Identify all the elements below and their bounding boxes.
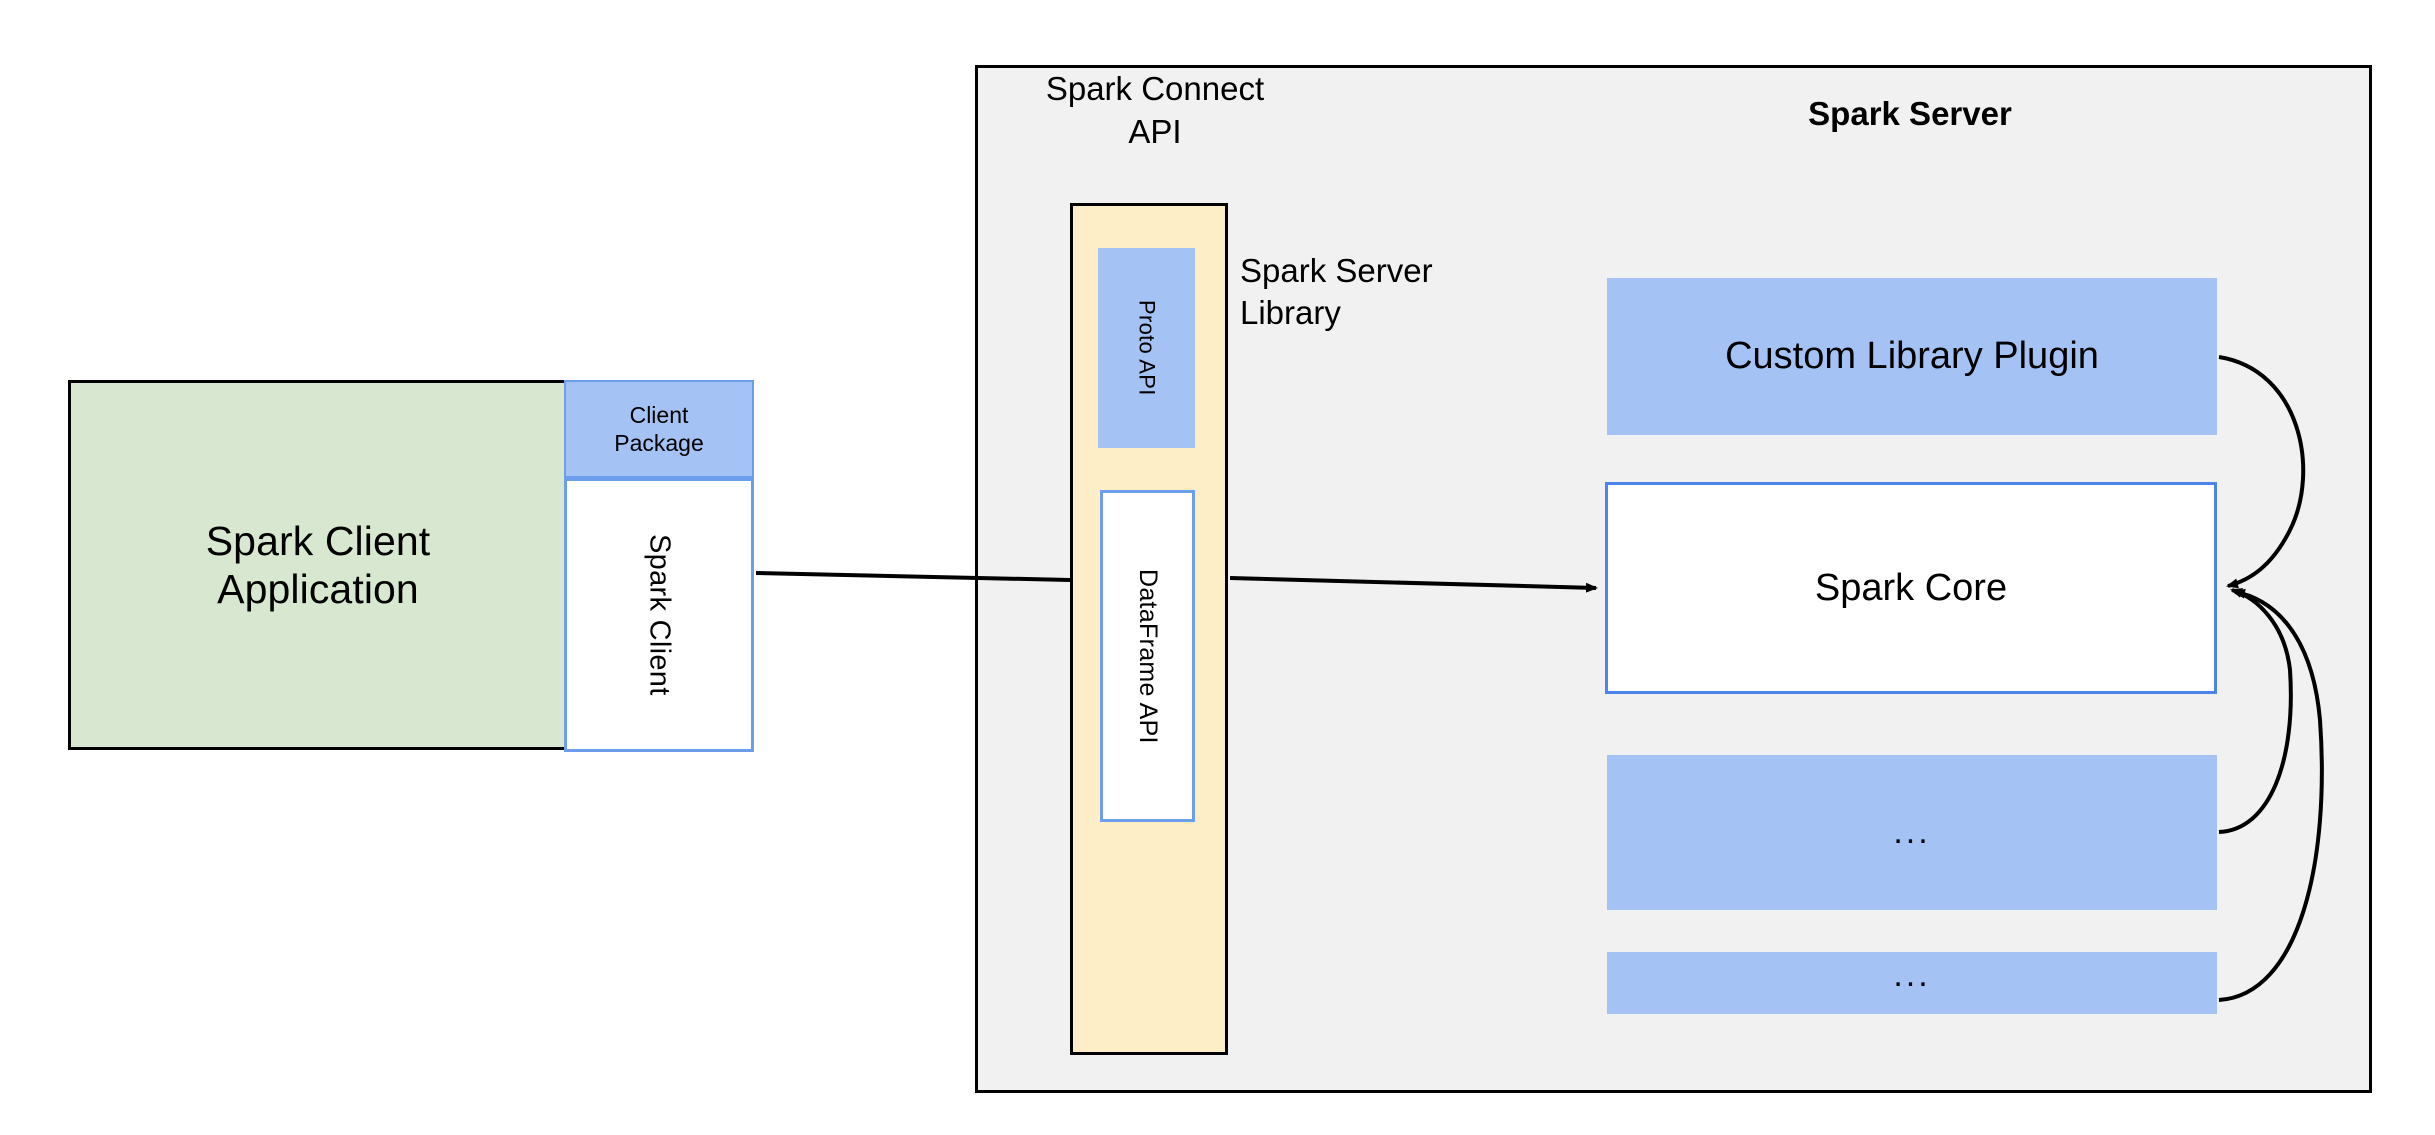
custom-library-plugin-box[interactable]: Custom Library Plugin xyxy=(1607,278,2217,435)
application-label-line1: Spark Client xyxy=(205,517,431,564)
spark-core-label: Spark Core xyxy=(1814,566,2008,609)
spark-core-box[interactable]: Spark Core xyxy=(1605,482,2217,694)
spark-client-label: Spark Client xyxy=(643,534,676,696)
spark-server-library-label: Spark Server Library xyxy=(1240,250,1540,334)
client-package-line1: Client xyxy=(629,401,689,428)
placeholder-box-1[interactable]: ... xyxy=(1607,755,2217,910)
connect-api-line2: API xyxy=(1128,112,1182,150)
client-package-box[interactable]: Client Package xyxy=(564,380,754,478)
placeholder-label-2: ... xyxy=(1893,956,1931,994)
dataframe-api-label: DataFrame API xyxy=(1134,568,1162,744)
spark-server-title: Spark Server xyxy=(1808,95,2012,132)
proto-api-label: Proto API xyxy=(1134,300,1160,396)
spark-client-box[interactable]: Spark Client xyxy=(564,478,754,752)
placeholder-label-1: ... xyxy=(1893,813,1931,851)
custom-library-plugin-label: Custom Library Plugin xyxy=(1725,335,2099,377)
connect-api-line1: Spark Connect xyxy=(1045,70,1265,107)
spark-connect-api-label: Spark Connect API xyxy=(1010,68,1300,154)
dataframe-api-box[interactable]: DataFrame API xyxy=(1100,490,1195,822)
server-library-line1: Spark Server xyxy=(1240,252,1433,289)
spark-client-application-box[interactable]: Spark Client Application xyxy=(68,380,568,750)
server-library-line2: Library xyxy=(1240,294,1341,332)
application-label-line2: Application xyxy=(217,566,419,612)
client-package-label: Client Package xyxy=(614,401,704,457)
proto-api-box[interactable]: Proto API xyxy=(1098,248,1195,448)
client-package-line2: Package xyxy=(614,430,704,456)
placeholder-box-2[interactable]: ... xyxy=(1607,952,2217,1014)
spark-client-application-label: Spark Client Application xyxy=(206,517,431,614)
